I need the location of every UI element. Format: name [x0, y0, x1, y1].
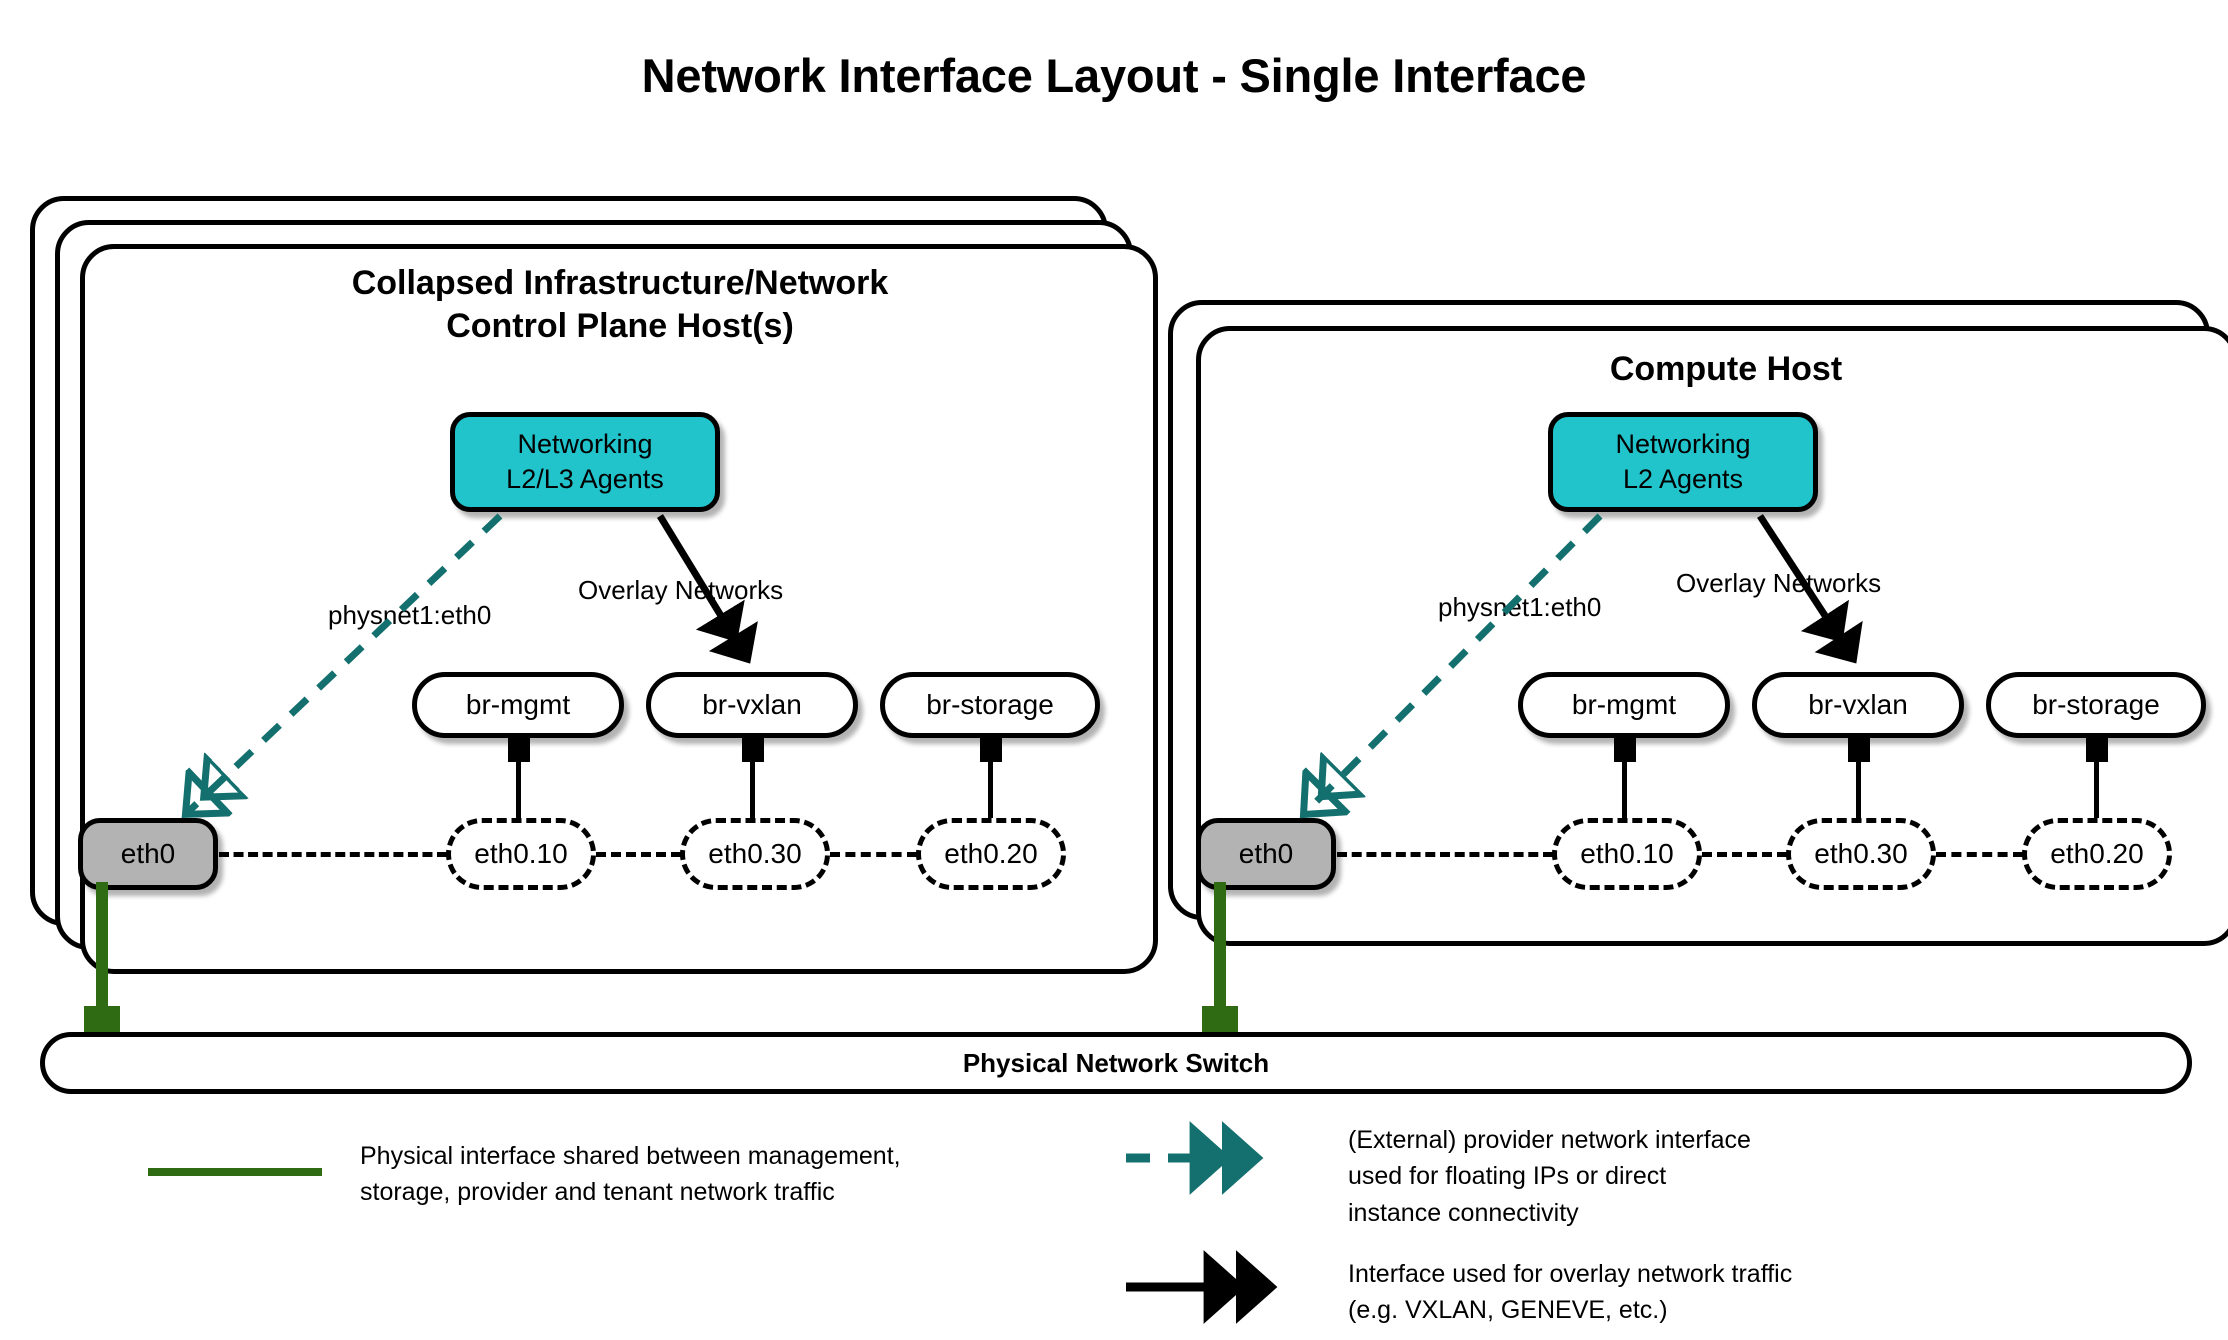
switch-label: Physical Network Switch: [962, 1047, 1270, 1078]
legend-text-physical-interface: Physical interface shared between manage…: [360, 1142, 901, 1207]
physical-uplink-compute: [1214, 882, 1226, 1014]
physical-network-switch[interactable]: Physical Network Switch: [40, 1032, 2192, 1094]
agent-box-control-plane[interactable]: Networking L2/L3 Agents: [450, 412, 720, 512]
bridge-link-storage-compute: [2094, 758, 2099, 820]
provider-edge-label-control-plane: physnet1:eth0: [328, 600, 492, 630]
vlan-trunk-dash-b-compute: [1702, 852, 1787, 857]
overlay-edge-label-compute: Overlay Networks: [1676, 568, 1882, 598]
nic-eth0-control-plane[interactable]: eth0: [78, 818, 218, 890]
bridge-br-vxlan-control-plane[interactable]: br-vxlan: [646, 672, 858, 738]
bridge-br-mgmt-compute[interactable]: br-mgmt: [1518, 672, 1730, 738]
host-title-control-plane: Collapsed Infrastructure/Network Control…: [351, 264, 889, 345]
bridge-port-stub-mgmt-control-plane: [508, 736, 530, 762]
bridge-link-vxlan-compute: [1856, 758, 1861, 820]
bridge-port-stub-storage-control-plane: [980, 736, 1002, 762]
page-title: Network Interface Layout - Single Interf…: [641, 49, 1587, 102]
vlan-eth0-30-control-plane[interactable]: eth0.30: [680, 818, 830, 890]
agent-box-compute[interactable]: Networking L2 Agents: [1548, 412, 1818, 512]
bridge-link-mgmt-control-plane: [516, 758, 521, 820]
legend-text-overlay-network: Interface used for overlay network traff…: [1348, 1260, 1793, 1325]
provider-edge-label-compute: physnet1:eth0: [1438, 592, 1602, 622]
physical-uplink-port-compute: [1202, 1006, 1238, 1036]
legend-physical-marker: [148, 1168, 322, 1176]
physical-uplink-port-control-plane: [84, 1006, 120, 1036]
vlan-trunk-dash-a-control-plane: [219, 852, 447, 857]
bridge-port-stub-vxlan-control-plane: [742, 736, 764, 762]
physical-uplink-control-plane: [96, 882, 108, 1014]
vlan-eth0-30-compute[interactable]: eth0.30: [1786, 818, 1936, 890]
bridge-br-mgmt-control-plane[interactable]: br-mgmt: [412, 672, 624, 738]
vlan-trunk-dash-b-control-plane: [596, 852, 681, 857]
vlan-eth0-10-control-plane[interactable]: eth0.10: [446, 818, 596, 890]
vlan-eth0-20-compute[interactable]: eth0.20: [2022, 818, 2172, 890]
bridge-br-storage-compute[interactable]: br-storage: [1986, 672, 2206, 738]
bridge-port-stub-mgmt-compute: [1614, 736, 1636, 762]
bridge-br-storage-control-plane[interactable]: br-storage: [880, 672, 1100, 738]
bridge-port-stub-storage-compute: [2086, 736, 2108, 762]
vlan-trunk-dash-c-compute: [1936, 852, 2023, 857]
overlay-edge-label-control-plane: Overlay Networks: [578, 575, 784, 605]
host-title-compute: Compute Host: [1609, 350, 1843, 388]
bridge-link-mgmt-compute: [1622, 758, 1627, 820]
vlan-eth0-10-compute[interactable]: eth0.10: [1552, 818, 1702, 890]
nic-eth0-compute[interactable]: eth0: [1196, 818, 1336, 890]
vlan-trunk-dash-c-control-plane: [830, 852, 917, 857]
bridge-br-vxlan-compute[interactable]: br-vxlan: [1752, 672, 1964, 738]
vlan-eth0-20-control-plane[interactable]: eth0.20: [916, 818, 1066, 890]
bridge-port-stub-vxlan-compute: [1848, 736, 1870, 762]
legend-text-provider-network: (External) provider network interface us…: [1348, 1126, 1751, 1227]
vlan-trunk-dash-a-compute: [1337, 852, 1553, 857]
bridge-link-vxlan-control-plane: [750, 758, 755, 820]
bridge-link-storage-control-plane: [988, 758, 993, 820]
